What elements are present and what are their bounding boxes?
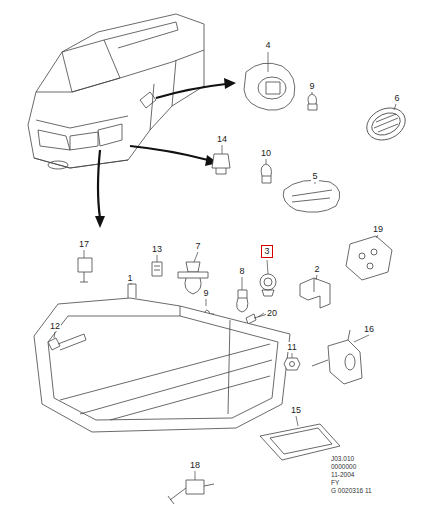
leader-lines [54, 52, 396, 480]
connector [78, 258, 92, 282]
callout-number: 1 [126, 273, 133, 283]
callout-number: 20 [266, 308, 278, 318]
callout-number: 10 [260, 148, 272, 158]
adjuster [168, 480, 214, 504]
headlamp-unit [34, 284, 290, 432]
gasket [260, 424, 340, 460]
nut [284, 358, 300, 370]
drawing-code: 11-2004 [330, 471, 355, 478]
bracket [300, 278, 330, 308]
callout-number: 3 [262, 246, 272, 256]
callout-number: 16 [363, 324, 375, 334]
bulb-socket [260, 274, 276, 296]
callout-number: 13 [151, 244, 163, 254]
drawing-code: G 0020316 11 [330, 487, 373, 494]
indicator-lens [362, 102, 411, 146]
bulb-socket [212, 154, 230, 174]
levelling-motor [312, 330, 362, 384]
callout-number: 8 [238, 266, 245, 276]
callout-number: 2 [313, 264, 320, 274]
callout-number: 15 [290, 405, 302, 415]
bulb [237, 290, 248, 312]
callout-number: 7 [194, 241, 201, 251]
mirror-housing [244, 63, 295, 110]
callout-number: 17 [78, 239, 90, 249]
drawing-code: FY [330, 479, 340, 486]
side-repeater [283, 180, 340, 212]
callout-number: 12 [49, 321, 61, 331]
bulb [261, 164, 271, 183]
callout-number: 19 [372, 224, 384, 234]
arrowheads [95, 78, 236, 228]
drawing-code: J03.010 [330, 455, 355, 462]
screw [246, 314, 268, 324]
view-arrows [98, 84, 226, 218]
callout-number: 14 [216, 134, 228, 144]
callout-number: 5 [311, 171, 318, 181]
callout-number: 11 [286, 342, 297, 352]
clip [152, 262, 162, 276]
callout-number: 6 [393, 93, 400, 103]
callout-number: 18 [189, 460, 201, 470]
bulb [308, 94, 317, 110]
drawing-code: 0000000 [330, 463, 357, 470]
callout-number: 4 [264, 40, 271, 50]
highlight-box: 3 [261, 245, 273, 258]
callout-number: 9 [202, 288, 209, 298]
bolt [48, 334, 86, 350]
callout-number: 9 [308, 81, 315, 91]
connector-plate [346, 236, 392, 280]
